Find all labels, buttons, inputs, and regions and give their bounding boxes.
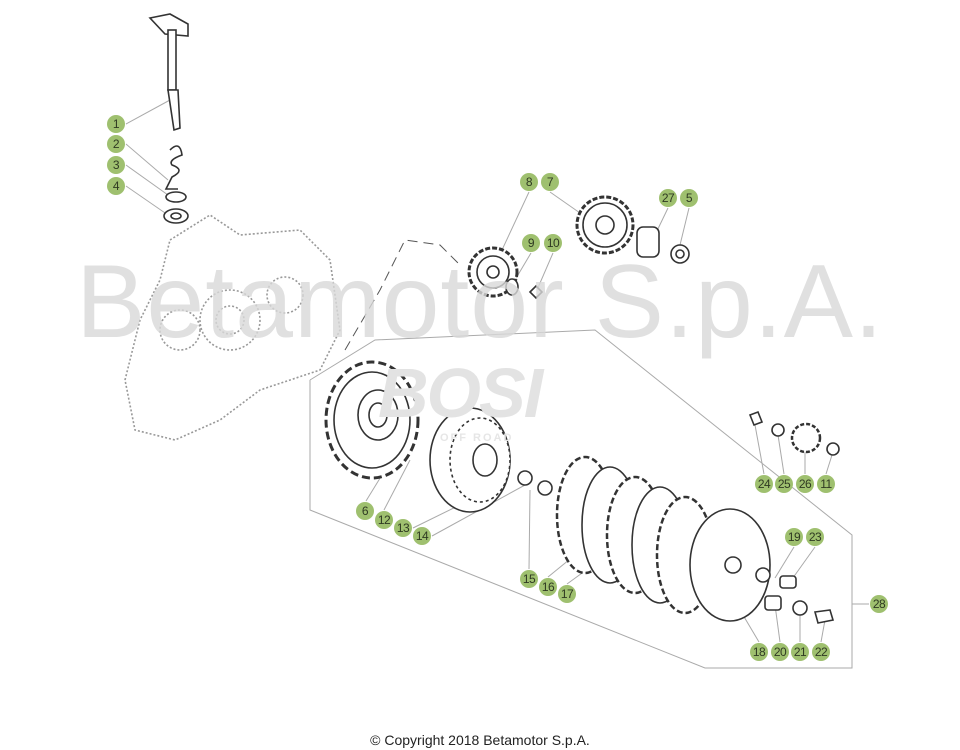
callout-26[interactable]: 26 bbox=[796, 475, 814, 493]
callout-17[interactable]: 17 bbox=[558, 585, 576, 603]
callout-19[interactable]: 19 bbox=[785, 528, 803, 546]
parts bbox=[124, 13, 840, 624]
brand-logo-sub: OFF ROAD bbox=[440, 432, 514, 444]
callout-20[interactable]: 20 bbox=[771, 643, 789, 661]
callout-2[interactable]: 2 bbox=[107, 135, 125, 153]
callout-27[interactable]: 27 bbox=[659, 189, 677, 207]
callout-6[interactable]: 6 bbox=[356, 502, 374, 520]
callout-9[interactable]: 9 bbox=[522, 234, 540, 252]
clutch-hub bbox=[429, 407, 511, 513]
callout-16[interactable]: 16 bbox=[539, 578, 557, 596]
crankcase bbox=[124, 214, 341, 441]
callout-11[interactable]: 11 bbox=[817, 475, 835, 493]
callout-23[interactable]: 23 bbox=[806, 528, 824, 546]
callout-22[interactable]: 22 bbox=[812, 643, 830, 661]
callout-12[interactable]: 12 bbox=[375, 511, 393, 529]
callout-21[interactable]: 21 bbox=[791, 643, 809, 661]
copyright-text: © Copyright 2018 Betamotor S.p.A. bbox=[370, 732, 590, 748]
idler-gear bbox=[467, 246, 519, 298]
callout-28[interactable]: 28 bbox=[870, 595, 888, 613]
callout-13[interactable]: 13 bbox=[394, 519, 412, 537]
primary-gear bbox=[575, 195, 635, 255]
callout-24[interactable]: 24 bbox=[755, 475, 773, 493]
kickstart-shaft bbox=[148, 13, 189, 224]
callout-8[interactable]: 8 bbox=[520, 173, 538, 191]
callout-1[interactable]: 1 bbox=[107, 115, 125, 133]
callout-7[interactable]: 7 bbox=[541, 173, 559, 191]
clutch-plates bbox=[555, 455, 771, 622]
callout-25[interactable]: 25 bbox=[775, 475, 793, 493]
callout-18[interactable]: 18 bbox=[750, 643, 768, 661]
callout-4[interactable]: 4 bbox=[107, 177, 125, 195]
callout-10[interactable]: 10 bbox=[544, 234, 562, 252]
clutch-basket bbox=[324, 360, 420, 480]
callout-14[interactable]: 14 bbox=[413, 527, 431, 545]
callout-5[interactable]: 5 bbox=[680, 189, 698, 207]
callout-3[interactable]: 3 bbox=[107, 156, 125, 174]
callout-15[interactable]: 15 bbox=[520, 570, 538, 588]
